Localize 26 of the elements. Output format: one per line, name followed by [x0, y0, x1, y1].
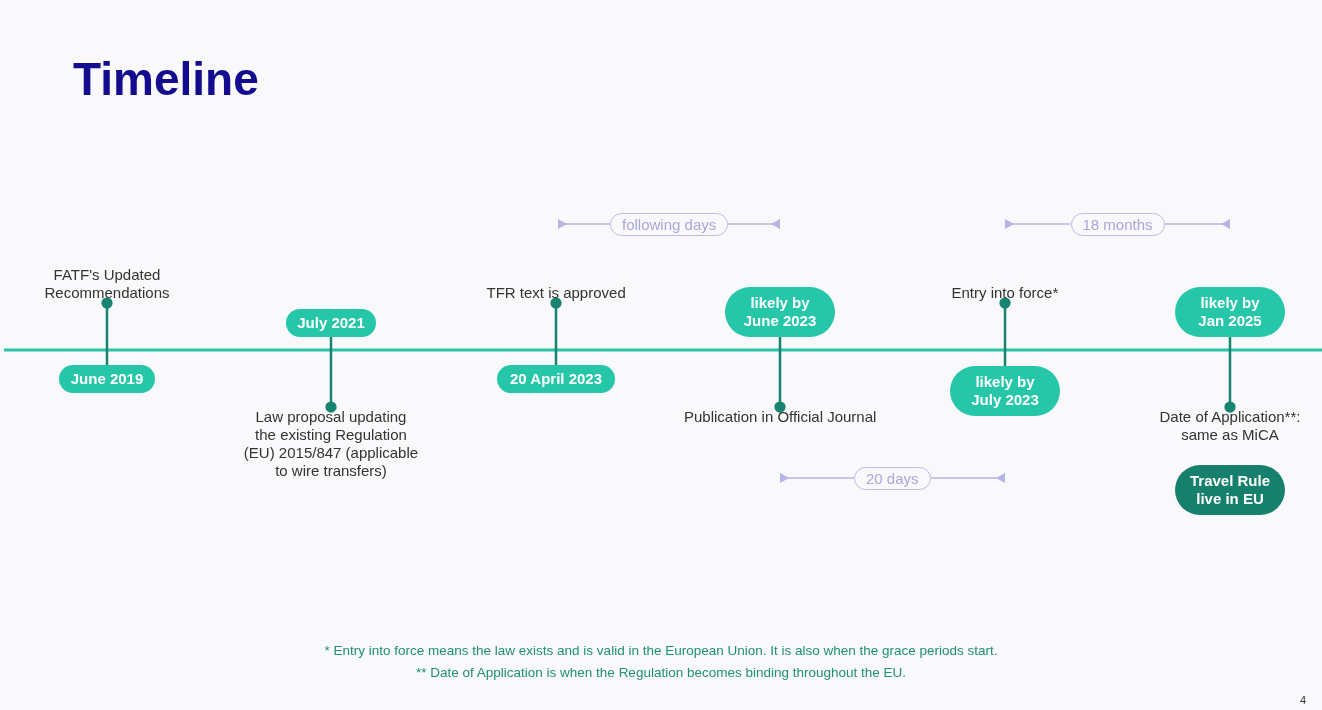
status-pill: Travel Rule live in EU	[1175, 465, 1285, 515]
stem-line	[999, 297, 1011, 366]
event-caption: Publication in Official Journal	[684, 408, 877, 426]
event-caption: TFR text is approved	[486, 284, 626, 302]
event-caption: FATF's Updated Recommendations	[7, 266, 207, 302]
duration-label: 20 days	[854, 466, 931, 490]
stem-line	[1224, 337, 1236, 413]
date-pill: likely by Jan 2025	[1175, 287, 1285, 337]
date-pill: likely by June 2023	[725, 287, 835, 337]
stem-line	[325, 337, 337, 413]
duration-label: following days	[610, 212, 729, 236]
page-number: 4	[1299, 694, 1306, 706]
page-title: Timeline	[73, 52, 259, 106]
date-pill: likely by July 2023	[950, 366, 1060, 416]
stem-line	[550, 297, 562, 365]
event-caption: Date of Application**: same as MiCA	[1145, 408, 1315, 444]
event-caption: Entry into force*	[951, 284, 1059, 302]
date-pill: July 2021	[286, 309, 376, 337]
stem-line	[101, 297, 113, 365]
footnote: ** Date of Application is when the Regulation becomes binding throughout the EU.	[416, 665, 907, 680]
date-pill: June 2019	[59, 365, 155, 393]
stem-line	[774, 337, 786, 413]
duration-label: 18 months	[1070, 212, 1165, 236]
date-pill: 20 April 2023	[497, 365, 615, 393]
event-caption: Law proposal updating the existing Regulation (EU) 2015/847 (applicable to wire transfers)	[243, 408, 419, 480]
footnote: * Entry into force means the law exists and is valid in the European Union. It is also when the grace periods start.	[324, 643, 998, 658]
